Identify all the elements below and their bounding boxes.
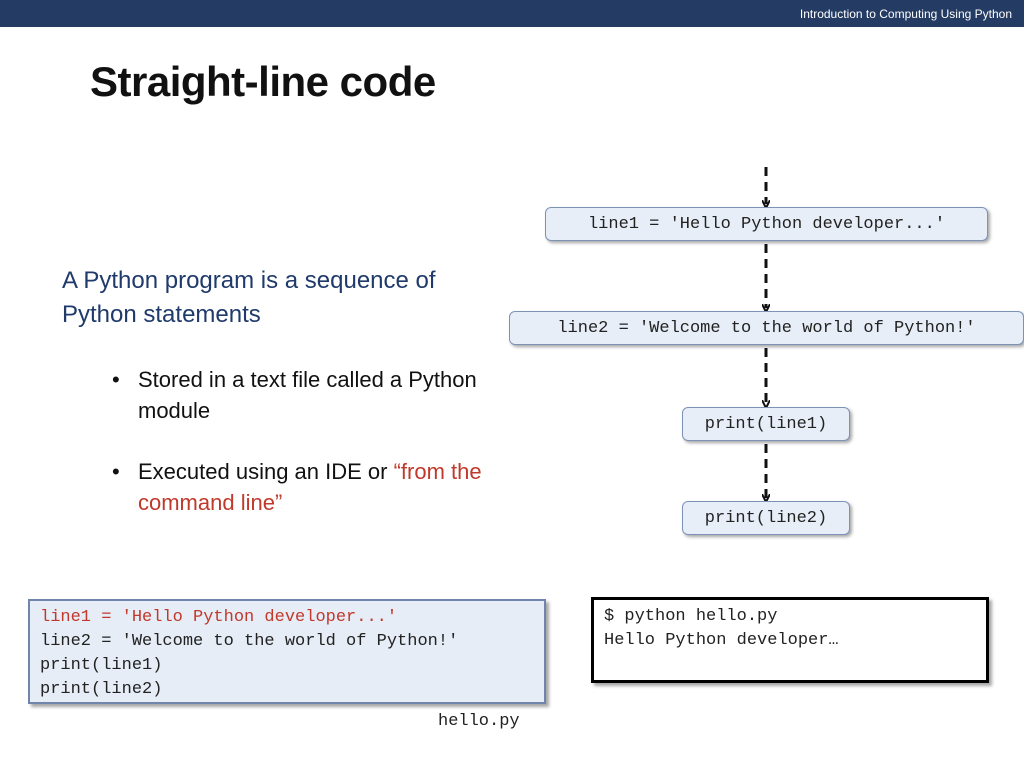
slide-title: Straight-line code: [90, 58, 436, 105]
filename-label: hello.py: [438, 712, 520, 731]
bullet-highlight: “from the command line”: [138, 459, 482, 515]
terminal-line: $ python hello.py: [604, 607, 778, 626]
code-editor-box: line1 = 'Hello Python developer...' line…: [28, 599, 546, 704]
bullet-stored-in-module: • Stored in a text file called a Python …: [112, 364, 492, 426]
bullet-executed-using: • Executed using an IDE or “from the com…: [112, 456, 492, 518]
bullet-marker: •: [112, 459, 120, 484]
bullet-text: Executed using an IDE or: [138, 459, 394, 484]
code-line: print(line1): [40, 656, 163, 675]
course-title: Introduction to Computing Using Python: [799, 7, 1012, 21]
code-line: line2 = 'Welcome to the world of Python!…: [40, 632, 459, 651]
bullet-text: Stored in a text file called a Python mo…: [138, 367, 477, 423]
lead-statement: A Python program is a sequence of Python…: [62, 267, 436, 328]
bullet-marker: •: [112, 367, 120, 392]
flow-step-line2: line2 = 'Welcome to the world of Python!…: [509, 311, 1024, 345]
code-line: line1 = 'Hello Python developer...': [40, 608, 398, 627]
terminal-line: Hello Python developer…: [604, 631, 839, 650]
terminal-box: $ python hello.py Hello Python developer…: [591, 597, 989, 683]
bullet-text-wrapper: Executed using an IDE or “from the comma…: [138, 456, 492, 518]
code-line: print(line2): [40, 680, 163, 699]
flow-step-line1: line1 = 'Hello Python developer...': [545, 207, 988, 241]
flow-step-print-line1: print(line1): [682, 407, 850, 441]
header-bar: Introduction to Computing Using Python: [0, 0, 1024, 27]
flow-step-print-line2: print(line2): [682, 501, 850, 535]
